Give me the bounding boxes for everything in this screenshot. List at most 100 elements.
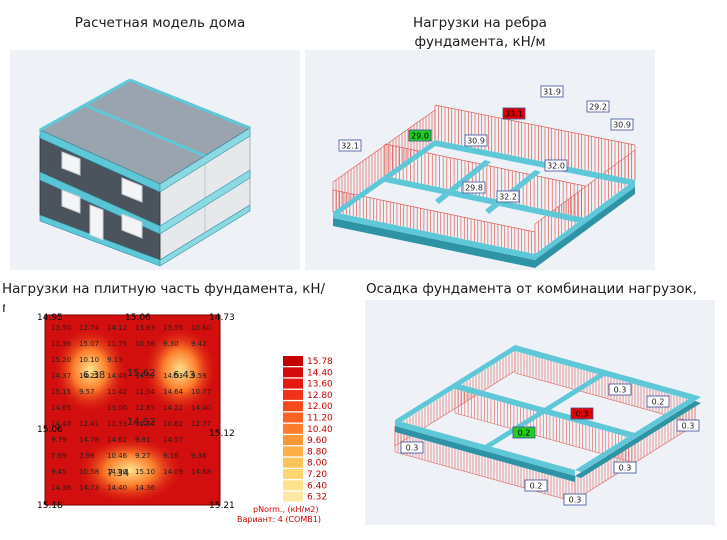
edge-load-label-1: 33.1 xyxy=(502,107,526,120)
edge-load-label-0: 31.9 xyxy=(540,85,564,98)
edge-load-label-5: 30.9 xyxy=(464,134,488,147)
legend-swatch-9 xyxy=(283,457,303,468)
edge-load-label-7-value: 32.0 xyxy=(547,162,565,171)
slab-value-9: 10.56 xyxy=(135,340,156,348)
settlement-label-2-value: 0.3 xyxy=(576,410,589,419)
slab-value-32: 13.00 xyxy=(107,404,127,412)
edge-load-label-4: 29.0 xyxy=(408,129,432,142)
edge-load-label-8: 29.8 xyxy=(462,181,486,194)
edge-load-label-4-value: 29.0 xyxy=(411,132,429,141)
title-edge-loads: Нагрузки на ребра фундамента, кН/м xyxy=(380,14,580,52)
legend-swatch-3 xyxy=(283,389,303,400)
slab-units-label: pNorm., (кН/м2) xyxy=(253,505,318,514)
slab-value-41: 12.77 xyxy=(191,420,211,428)
slab-value-44: 14.62 xyxy=(107,436,127,444)
edge-load-label-0-value: 31.9 xyxy=(543,88,561,97)
edge-load-label-3: 30.9 xyxy=(610,118,634,131)
settlement-drawing: 0.30.20.30.20.30.30.30.20.3 xyxy=(394,345,701,506)
edge-load-label-7: 32.0 xyxy=(544,159,568,172)
slab-value-10: 9.30 xyxy=(163,340,179,348)
slab-value-31: 14.92 xyxy=(127,417,156,428)
slab-value-15: 6.38 xyxy=(83,370,105,381)
title-edge-loads-line1: Нагрузки на ребра xyxy=(413,15,547,31)
slab-value-55: 10.58 xyxy=(79,468,99,476)
legend-value-7: 9.60 xyxy=(307,436,327,446)
slab-variant-label: Вариант: 4 (COMB1) xyxy=(237,515,321,524)
slab-value-24: 15.15 xyxy=(51,388,71,396)
edge-load-label-8-value: 29.8 xyxy=(465,184,483,193)
slab-value-17: 6.43 xyxy=(173,370,195,381)
slab-value-43: 14.78 xyxy=(79,436,99,444)
settlement-label-1: 0.2 xyxy=(646,395,670,408)
legend-value-10: 7.20 xyxy=(307,470,327,480)
slab-value-23: 9.59 xyxy=(191,372,207,380)
edge-load-label-6: 32.1 xyxy=(338,139,362,152)
slab-value-11: 9.42 xyxy=(191,340,207,348)
slab-value-46: 14.57 xyxy=(163,436,183,444)
legend-swatch-11 xyxy=(283,480,303,491)
slab-value-50: 10.46 xyxy=(107,452,128,460)
legend-value-11: 6.40 xyxy=(307,481,327,491)
legend-swatch-2 xyxy=(283,378,303,389)
slab-value-40: 10.62 xyxy=(163,420,183,428)
slab-value-37: 12.41 xyxy=(79,420,99,428)
settlement-label-7: 0.2 xyxy=(524,479,548,492)
slab-value-62: 14.40 xyxy=(107,484,127,492)
legend-swatch-1 xyxy=(283,367,303,378)
slab-value-48: 7.69 xyxy=(51,452,67,460)
slab-value-19: 14.22 xyxy=(79,372,99,380)
slab-value-20: 14.45 xyxy=(107,372,127,380)
slab-value-51: 9.27 xyxy=(135,452,151,460)
slab-corner-value-4: 15.12 xyxy=(209,429,235,439)
slab-corner-value-1: 15.06 xyxy=(125,313,151,323)
slab-value-26: 11.42 xyxy=(107,388,127,396)
legend-value-6: 10.40 xyxy=(307,425,333,435)
slab-value-42: 9.79 xyxy=(51,436,67,444)
slab-value-18: 14.37 xyxy=(51,372,71,380)
slab-value-13: 10.10 xyxy=(79,356,99,364)
legend-value-2: 13.60 xyxy=(307,380,333,390)
edge-loads-drawing: 31.933.129.230.929.030.932.132.029.832.2 xyxy=(332,85,636,268)
slab-value-36: 14.43 xyxy=(51,420,71,428)
settlement-label-8: 0.3 xyxy=(563,493,587,506)
legend-value-8: 8.80 xyxy=(307,447,327,457)
slab-value-34: 14.22 xyxy=(163,404,183,412)
legend-value-1: 14.40 xyxy=(307,368,333,378)
slab-value-4: 13.55 xyxy=(163,324,183,332)
house-3d-drawing xyxy=(39,78,251,267)
foundation-beams xyxy=(333,140,635,268)
legend-value-3: 12.80 xyxy=(307,391,333,401)
house-model-view xyxy=(10,50,300,270)
slab-value-38: 11.33 xyxy=(107,420,127,428)
slab-corner-value-3: 15.06 xyxy=(37,425,63,435)
legend-value-0: 15.78 xyxy=(307,357,333,367)
slab-value-53: 9.36 xyxy=(191,452,207,460)
settlement-label-7-value: 0.2 xyxy=(530,482,543,491)
slab-value-45: 9.91 xyxy=(135,436,151,444)
legend-swatch-8 xyxy=(283,446,303,457)
legend-value-5: 11.20 xyxy=(307,414,333,424)
legend-value-4: 12.00 xyxy=(307,402,333,412)
slab-value-47: 7.34 xyxy=(107,468,129,479)
slab-value-14: 9.13 xyxy=(107,356,123,364)
slab-value-60: 14.38 xyxy=(51,484,71,492)
title-house-model: Расчетная модель дома xyxy=(74,15,246,31)
slab-value-5: 10.60 xyxy=(191,324,211,332)
slab-value-0: 13.50 xyxy=(51,324,71,332)
slab-value-49: 7.98 xyxy=(79,452,95,460)
settlement-label-0-value: 0.3 xyxy=(614,386,627,395)
title-edge-loads-line2: фундамента, кН/м xyxy=(414,34,546,50)
slab-corner-value-5: 15.18 xyxy=(37,501,63,511)
slab-corner-value-2: 14.73 xyxy=(209,313,235,323)
slab-value-12: 15.20 xyxy=(51,356,71,364)
slab-value-22: 14.53 xyxy=(163,372,183,380)
legend-swatch-6 xyxy=(283,423,303,434)
settlement-label-6-value: 0.3 xyxy=(619,464,632,473)
slab-value-3: 13.63 xyxy=(135,324,155,332)
settlement-label-5-value: 0.3 xyxy=(406,444,419,453)
slab-value-30: 14.65 xyxy=(51,404,71,412)
slab-value-52: 9.16 xyxy=(163,452,179,460)
slab-value-7: 15.07 xyxy=(79,340,99,348)
slab-corner-value-6: 15.21 xyxy=(209,501,235,511)
